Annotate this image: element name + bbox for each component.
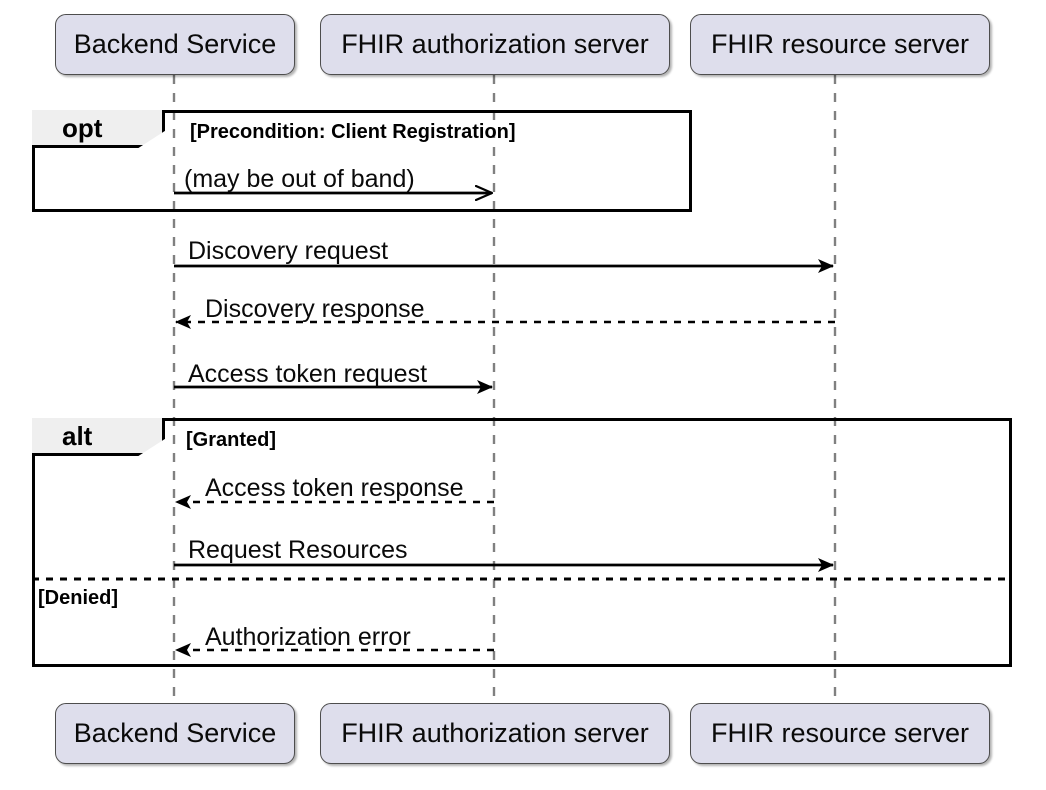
message-label-access-token-request: Access token request <box>188 360 428 388</box>
message-label-request-resources: Request Resources <box>188 536 408 564</box>
fragment-guard-precondition: [Precondition: Client Registration] <box>190 121 516 143</box>
fragment-guard-denied: [Denied] <box>38 587 118 609</box>
participant-box-authz-bottom[interactable]: FHIR authorization server <box>320 703 670 764</box>
message-label-may-be-out-of-band: (may be out of band) <box>184 165 415 193</box>
participant-box-authz-top[interactable]: FHIR authorization server <box>320 14 670 75</box>
participant-box-backend-top[interactable]: Backend Service <box>55 14 295 75</box>
message-label-discovery-response: Discovery response <box>205 295 425 323</box>
fragment-operator-alt: alt <box>62 420 93 451</box>
message-label-authorization-error: Authorization error <box>205 623 411 651</box>
participant-box-resource-top[interactable]: FHIR resource server <box>690 14 990 75</box>
participant-box-resource-bottom[interactable]: FHIR resource server <box>690 703 990 764</box>
participant-label-backend-bottom: Backend Service <box>73 718 277 748</box>
participant-label-resource-top: FHIR resource server <box>710 29 970 59</box>
participant-label-authz-top: FHIR authorization server <box>341 29 649 59</box>
fragment-tab-alt: alt <box>32 418 165 456</box>
fragment-opt-precondition <box>32 110 692 212</box>
participant-label-authz-bottom: FHIR authorization server <box>341 718 649 748</box>
lifelines-group <box>172 75 837 703</box>
message-label-access-token-response: Access token response <box>205 474 464 502</box>
message-label-discovery-request: Discovery request <box>188 237 389 265</box>
fragment-alt-authorization <box>32 418 1012 667</box>
participant-label-resource-bottom: FHIR resource server <box>710 718 970 748</box>
fragment-guard-granted: [Granted] <box>186 429 276 451</box>
participant-box-backend-bottom[interactable]: Backend Service <box>55 703 295 764</box>
fragment-tab-opt: opt <box>32 110 165 148</box>
messages-group <box>174 193 835 657</box>
participant-label-backend-top: Backend Service <box>73 29 277 59</box>
fragment-operator-opt: opt <box>62 112 103 143</box>
